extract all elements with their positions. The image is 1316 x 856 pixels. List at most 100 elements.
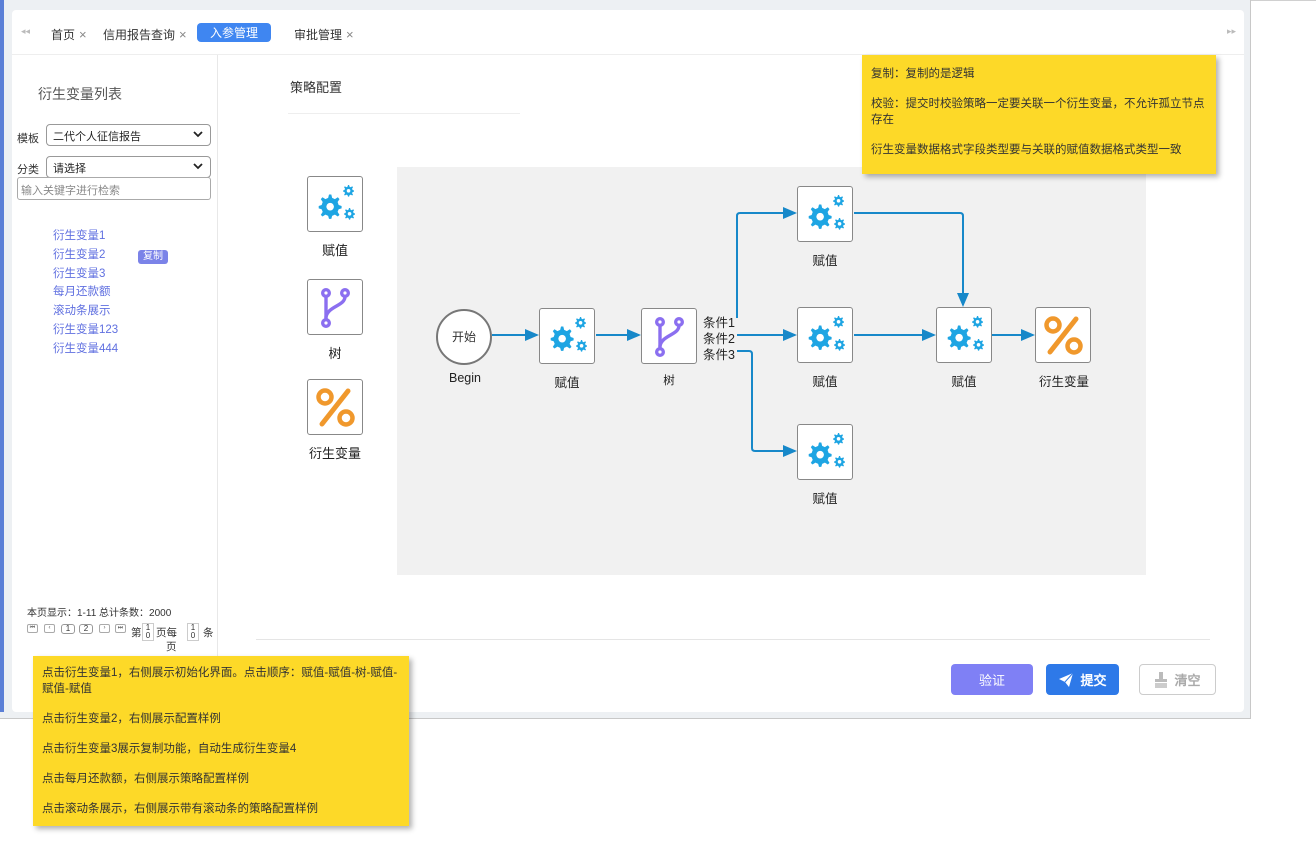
- prev-page-icon[interactable]: ‹: [44, 624, 55, 633]
- verify-button-label: 验证: [978, 673, 1005, 688]
- condition-label-1[interactable]: 条件1: [703, 316, 735, 330]
- divider: [1251, 0, 1316, 1]
- goto-page-input[interactable]: 1 0: [142, 623, 154, 641]
- send-icon: [1059, 672, 1074, 687]
- close-icon[interactable]: ×: [346, 26, 354, 42]
- flow-node-tree[interactable]: 树: [641, 308, 697, 388]
- flow-start-node[interactable]: 开始: [436, 309, 492, 365]
- goto-page-value-2: 0: [145, 631, 151, 640]
- flow-node-assign-2[interactable]: 赋值: [797, 186, 853, 269]
- gears-icon: [937, 308, 991, 362]
- template-select-value: 二代个人征信报告: [53, 131, 141, 143]
- window-left-strip: [0, 0, 4, 712]
- page-size-value-2: 0: [190, 631, 196, 640]
- palette-item-derived-var[interactable]: 衍生变量: [307, 379, 363, 462]
- list-item-derived-var-3[interactable]: 衍生变量3: [53, 268, 106, 280]
- palette-label: 树: [328, 346, 342, 361]
- connector: [854, 212, 969, 307]
- tab-credit-report[interactable]: 信用报告查询 ×: [103, 26, 187, 43]
- page-size-value: 1: [190, 623, 196, 632]
- list-item-derived-var-123[interactable]: 衍生变量123: [53, 324, 119, 336]
- flow-node-assign-3[interactable]: 赋值: [797, 307, 853, 390]
- flow-canvas[interactable]: [397, 167, 1146, 575]
- category-select-value: 请选择: [53, 163, 86, 175]
- node-box: [307, 279, 363, 335]
- category-label: 分类: [17, 164, 39, 176]
- page-size-input[interactable]: 1 0: [187, 623, 199, 641]
- flow-node-label: 赋值: [812, 254, 838, 268]
- flow-node-label: 树: [663, 375, 675, 387]
- node-box: [641, 308, 697, 364]
- list-item-derived-var-444[interactable]: 衍生变量444: [53, 343, 119, 355]
- node-box: [936, 307, 992, 363]
- chevron-down-icon: [193, 131, 203, 138]
- goto-prefix: 第: [131, 627, 142, 639]
- tab-approval[interactable]: 审批管理 ×: [294, 26, 354, 43]
- goto-suffix-2: 页: [166, 641, 177, 653]
- page-1-button[interactable]: 1: [61, 624, 75, 634]
- flow-node-assign-1[interactable]: 赋值: [539, 308, 595, 391]
- note-line: 点击衍生变量3展示复制功能，自动生成衍生变量4: [42, 743, 297, 755]
- submit-button[interactable]: 提交: [1046, 664, 1119, 695]
- list-item-derived-var-1[interactable]: 衍生变量1: [53, 230, 106, 242]
- tab-label: 信用报告查询: [103, 28, 176, 42]
- tab-label: 首页: [51, 28, 76, 42]
- flow-node-derived-var[interactable]: 衍生变量: [1035, 307, 1093, 390]
- palette-label: 赋值: [321, 243, 348, 258]
- list-item-scrollbar-demo[interactable]: 滚动条展示: [53, 305, 111, 317]
- note-line: 点击衍生变量2，右侧展示配置样例: [42, 713, 221, 725]
- node-box: [797, 424, 853, 480]
- gears-icon: [798, 308, 852, 362]
- flow-node-label: 赋值: [812, 375, 838, 389]
- page-title: 策略配置: [290, 80, 343, 95]
- template-select[interactable]: 二代个人征信报告: [46, 124, 211, 146]
- branch-icon: [655, 317, 684, 357]
- connector-condition-3: [737, 350, 797, 457]
- goto-suffix: 页每: [156, 627, 177, 639]
- palette-label: 衍生变量: [308, 446, 361, 461]
- search-input[interactable]: 输入关键字进行检索: [17, 177, 211, 200]
- next-page-icon[interactable]: ›: [99, 624, 110, 633]
- palette-item-tree[interactable]: 树: [307, 279, 363, 362]
- tab-bar: ◂◂ 首页 × 信用报告查询 × 入参管理 审批管理 × ▸▸: [12, 10, 1244, 55]
- node-box: [307, 379, 363, 435]
- first-page-icon[interactable]: ⏮: [27, 624, 38, 633]
- palette-item-assign[interactable]: 赋值: [307, 176, 363, 259]
- sidebar-title: 衍生变量列表: [38, 86, 122, 102]
- close-icon[interactable]: ×: [179, 26, 187, 42]
- tab-label: 入参管理: [210, 26, 259, 40]
- page-2-button[interactable]: 2: [79, 624, 93, 634]
- tab-scroll-right-icon[interactable]: ▸▸: [1227, 26, 1237, 36]
- flow-node-label: 赋值: [951, 375, 977, 389]
- template-label: 模板: [17, 133, 39, 145]
- condition-label-3[interactable]: 条件3: [703, 348, 735, 362]
- verify-button[interactable]: 验证: [951, 664, 1033, 695]
- flow-node-assign-4[interactable]: 赋值: [797, 424, 853, 507]
- close-icon[interactable]: ×: [79, 26, 87, 42]
- submit-button-label: 提交: [1080, 673, 1107, 688]
- last-page-icon[interactable]: ⏭: [115, 624, 126, 633]
- sidebar: 衍生变量列表 模板 二代个人征信报告 分类 请选择 输入关键字进行检索 衍生: [12, 55, 218, 712]
- tab-home[interactable]: 首页 ×: [51, 26, 87, 43]
- tab-label: 审批管理: [294, 28, 343, 42]
- percent-icon: [1036, 308, 1090, 362]
- list-item-monthly-repayment[interactable]: 每月还款额: [53, 286, 111, 298]
- page-size-suffix: 条: [203, 627, 214, 639]
- divider: [288, 113, 520, 114]
- copy-button[interactable]: 复制: [138, 250, 168, 264]
- note-line: 点击每月还款额，右侧展示策略配置样例: [42, 773, 249, 785]
- tab-param-management[interactable]: 入参管理: [197, 23, 272, 42]
- tab-scroll-left-icon[interactable]: ◂◂: [21, 26, 31, 36]
- flow-node-label: 衍生变量: [1038, 375, 1089, 389]
- chevron-down-icon: [193, 163, 203, 170]
- flow-node-assign-5[interactable]: 赋值: [936, 307, 992, 390]
- pager: ⏮ ‹ 1 2 › ⏭ 第 1 0 页每 页 1 0: [27, 623, 217, 653]
- list-item-derived-var-2[interactable]: 衍生变量2: [53, 249, 106, 261]
- clear-button-label: 清空: [1174, 673, 1201, 688]
- annotation-note-bottom: 点击衍生变量1，右侧展示初始化界面。点击顺序：赋值-赋值-树-赋值-赋值-赋值 …: [33, 656, 409, 826]
- condition-label-2[interactable]: 条件2: [703, 332, 735, 346]
- clear-button[interactable]: 清空: [1139, 664, 1216, 695]
- connector-condition-1: [736, 207, 797, 318]
